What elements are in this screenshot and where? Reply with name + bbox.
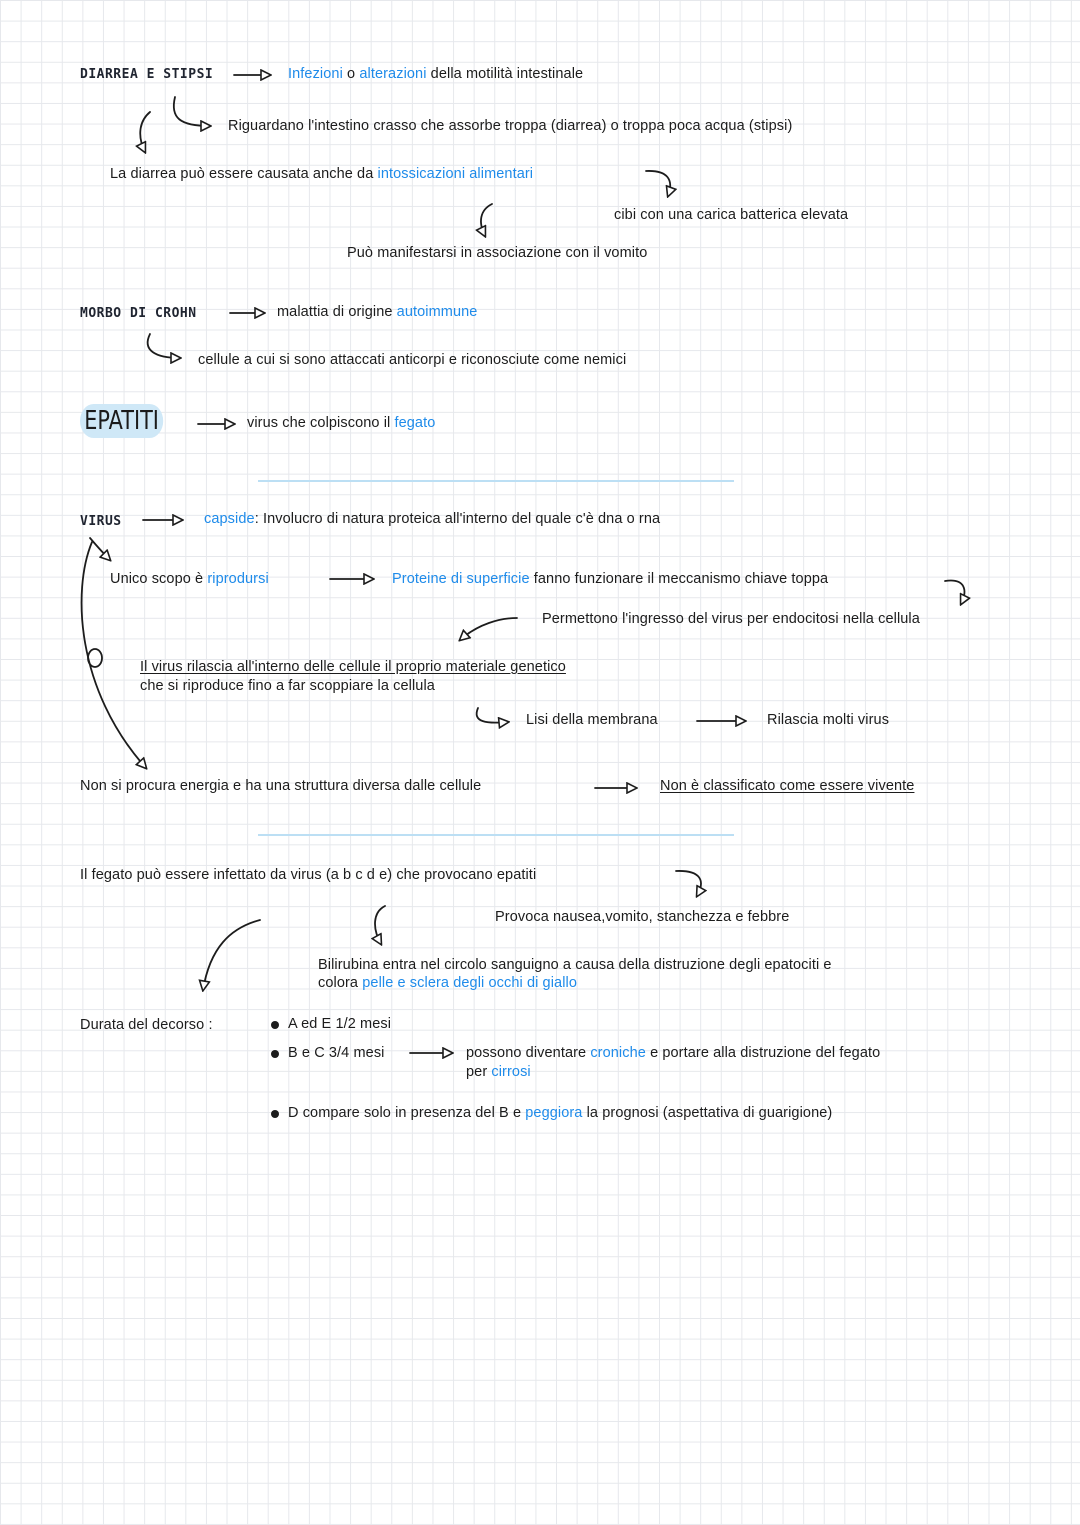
diarrea-def-word3: alterazioni [359,66,427,82]
virus-scopo-highlight: riprodursi [207,571,269,587]
fegato-bullet-ae: A ed E 1/2 mesi [288,1016,392,1032]
fegato-intro: Il fegato può essere infettato da virus … [80,867,537,883]
crohn-title: MORBO DI CROHN [80,306,197,321]
diarrea-cause-highlight: intossicazioni alimentari [377,166,534,182]
section-divider [258,480,734,482]
virus-ingresso: Permettono l'ingresso del virus per endo… [542,611,920,627]
virus-scopo: Unico scopo è riprodursi [110,570,269,589]
fegato-d-pre: D compare solo in presenza del B e [288,1105,526,1121]
fegato-bilirubina-line1: Bilirubina entra nel circolo sanguigno a… [318,957,832,973]
virus-capside-definition: : Involucro di natura proteica all'inter… [254,511,661,527]
fegato-croniche-post: e portare alla distruzione del fegato [645,1045,881,1061]
section-divider-2 [258,834,734,836]
diarrea-cause: La diarrea può essere causata anche da i… [110,165,533,184]
fegato-bullet-d: D compare solo in presenza del B e peggi… [288,1104,832,1123]
virus-proteine-term: Proteine di superficie [392,571,530,587]
virus-rilascia-molti: Rilascia molti virus [767,712,890,728]
fegato-croniche-line1: possono diventare croniche e portare all… [466,1044,880,1063]
epatiti-title-pill: EPATITI [80,404,164,438]
fegato-d-post: la prognosi (aspettativa di guarigione) [582,1105,833,1121]
bullet-dot [271,1050,279,1058]
virus-proteine: Proteine di superficie fanno funzionare … [392,570,828,589]
fegato-croniche-line2: per cirrosi [466,1063,531,1082]
fegato-d-highlight: peggiora [525,1105,583,1121]
fegato-durata-label: Durata del decorso : [80,1017,213,1033]
crohn-def-highlight: autoimmune [396,304,478,320]
virus-rilascia-line1: Il virus rilascia all'interno delle cell… [140,659,566,675]
diarrea-def-word2: o [342,66,360,82]
virus-title: VIRUS [80,514,122,529]
virus-proteine-text: fanno funzionare il meccanismo chiave to… [529,571,829,587]
virus-capside-term: capside [204,511,255,527]
epatiti-def-text: virus che colpiscono il [247,415,395,431]
virus-lisi: Lisi della membrana [526,712,658,728]
fegato-bilirubina-line2: colora pelle e sclera degli occhi di gia… [318,974,577,993]
epatiti-definition: virus che colpiscono il fegato [247,414,435,433]
virus-rilascia-line2: che si riproduce fino a far scoppiare la… [140,678,435,694]
diarrea-cause-text: La diarrea può essere causata anche da [110,166,378,182]
virus-scopo-text: Unico scopo è [110,571,208,587]
fegato-croniche-pre: possono diventare [466,1045,591,1061]
diarrea-title: DIARREA E STIPSI [80,67,214,82]
virus-capside: capside: Involucro di natura proteica al… [204,510,660,529]
crohn-definition: malattia di origine autoimmune [277,303,477,322]
fegato-croniche-highlight: croniche [590,1045,646,1061]
diarrea-definition: Infezioni o alterazioni della motilità i… [288,65,583,84]
fegato-cirrosi-pre: per [466,1064,492,1080]
epatiti-def-highlight: fegato [394,415,436,431]
virus-energia: Non si procura energia e ha una struttur… [80,778,482,794]
crohn-description: cellule a cui si sono attaccati anticorp… [198,352,627,368]
virus-non-vivente: Non è classificato come essere vivente [660,778,915,794]
crohn-def-text: malattia di origine [277,304,397,320]
diarrea-vomit-note: Può manifestarsi in associazione con il … [347,245,648,261]
bullet-dot [271,1110,279,1118]
diarrea-food-note: cibi con una carica batterica elevata [614,207,849,223]
fegato-bullet-bc: B e C 3/4 mesi [288,1045,385,1061]
fegato-bili-highlight: pelle e sclera degli occhi di giallo [362,975,578,991]
fegato-sintomi: Provoca nausea,vomito, stanchezza e febb… [495,909,790,925]
fegato-bili-text: colora [318,975,363,991]
fegato-cirrosi-highlight: cirrosi [491,1064,531,1080]
diarrea-description: Riguardano l'intestino crasso che assorb… [228,118,793,134]
bullet-dot [271,1021,279,1029]
diarrea-def-word1: Infezioni [288,66,343,82]
diarrea-def-word4: della motilità intestinale [426,66,584,82]
